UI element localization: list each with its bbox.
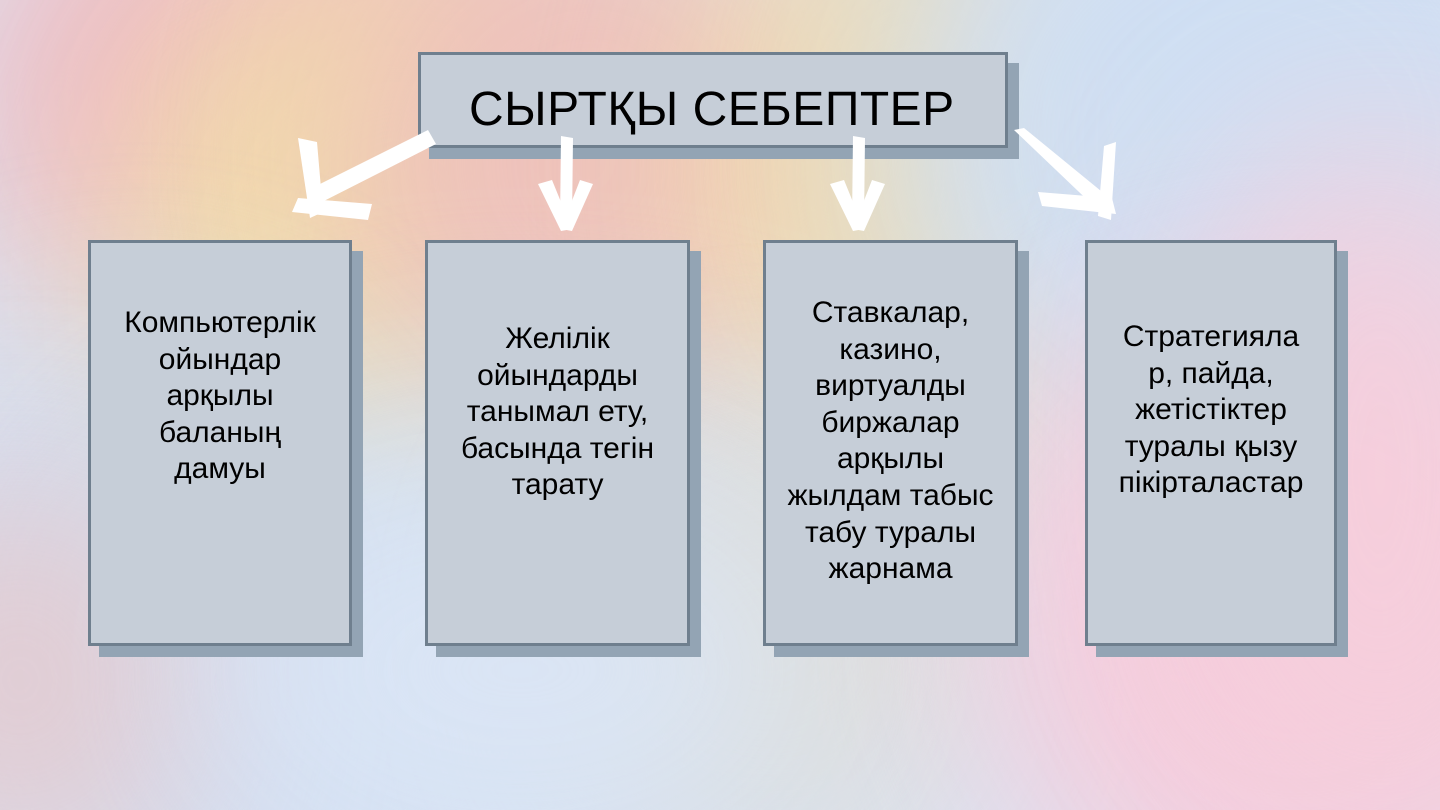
concept-box-1: Компьютерлік ойындар арқылы баланың даму…: [88, 240, 352, 646]
page-title: СЫРТҚЫ СЕБЕПТЕР: [469, 83, 955, 136]
concept-box-3: Ставкалар, казино, виртуалды биржалар ар…: [763, 240, 1018, 646]
concept-box-2: Желілік ойындарды танымал ету, басында т…: [425, 240, 690, 646]
concept-box-1-text: Компьютерлік ойындар арқылы баланың даму…: [124, 306, 316, 486]
title-box: СЫРТҚЫ СЕБЕПТЕР: [418, 52, 1008, 148]
concept-box-3-text: Ставкалар, казино, виртуалды биржалар ар…: [787, 296, 994, 586]
concept-box-2-text: Желілік ойындарды танымал ету, басында т…: [460, 322, 655, 502]
concept-box-4-text: Стратегияла р, пайда, жетістіктер туралы…: [1118, 320, 1304, 500]
concept-box-4: Стратегияла р, пайда, жетістіктер туралы…: [1085, 240, 1337, 646]
